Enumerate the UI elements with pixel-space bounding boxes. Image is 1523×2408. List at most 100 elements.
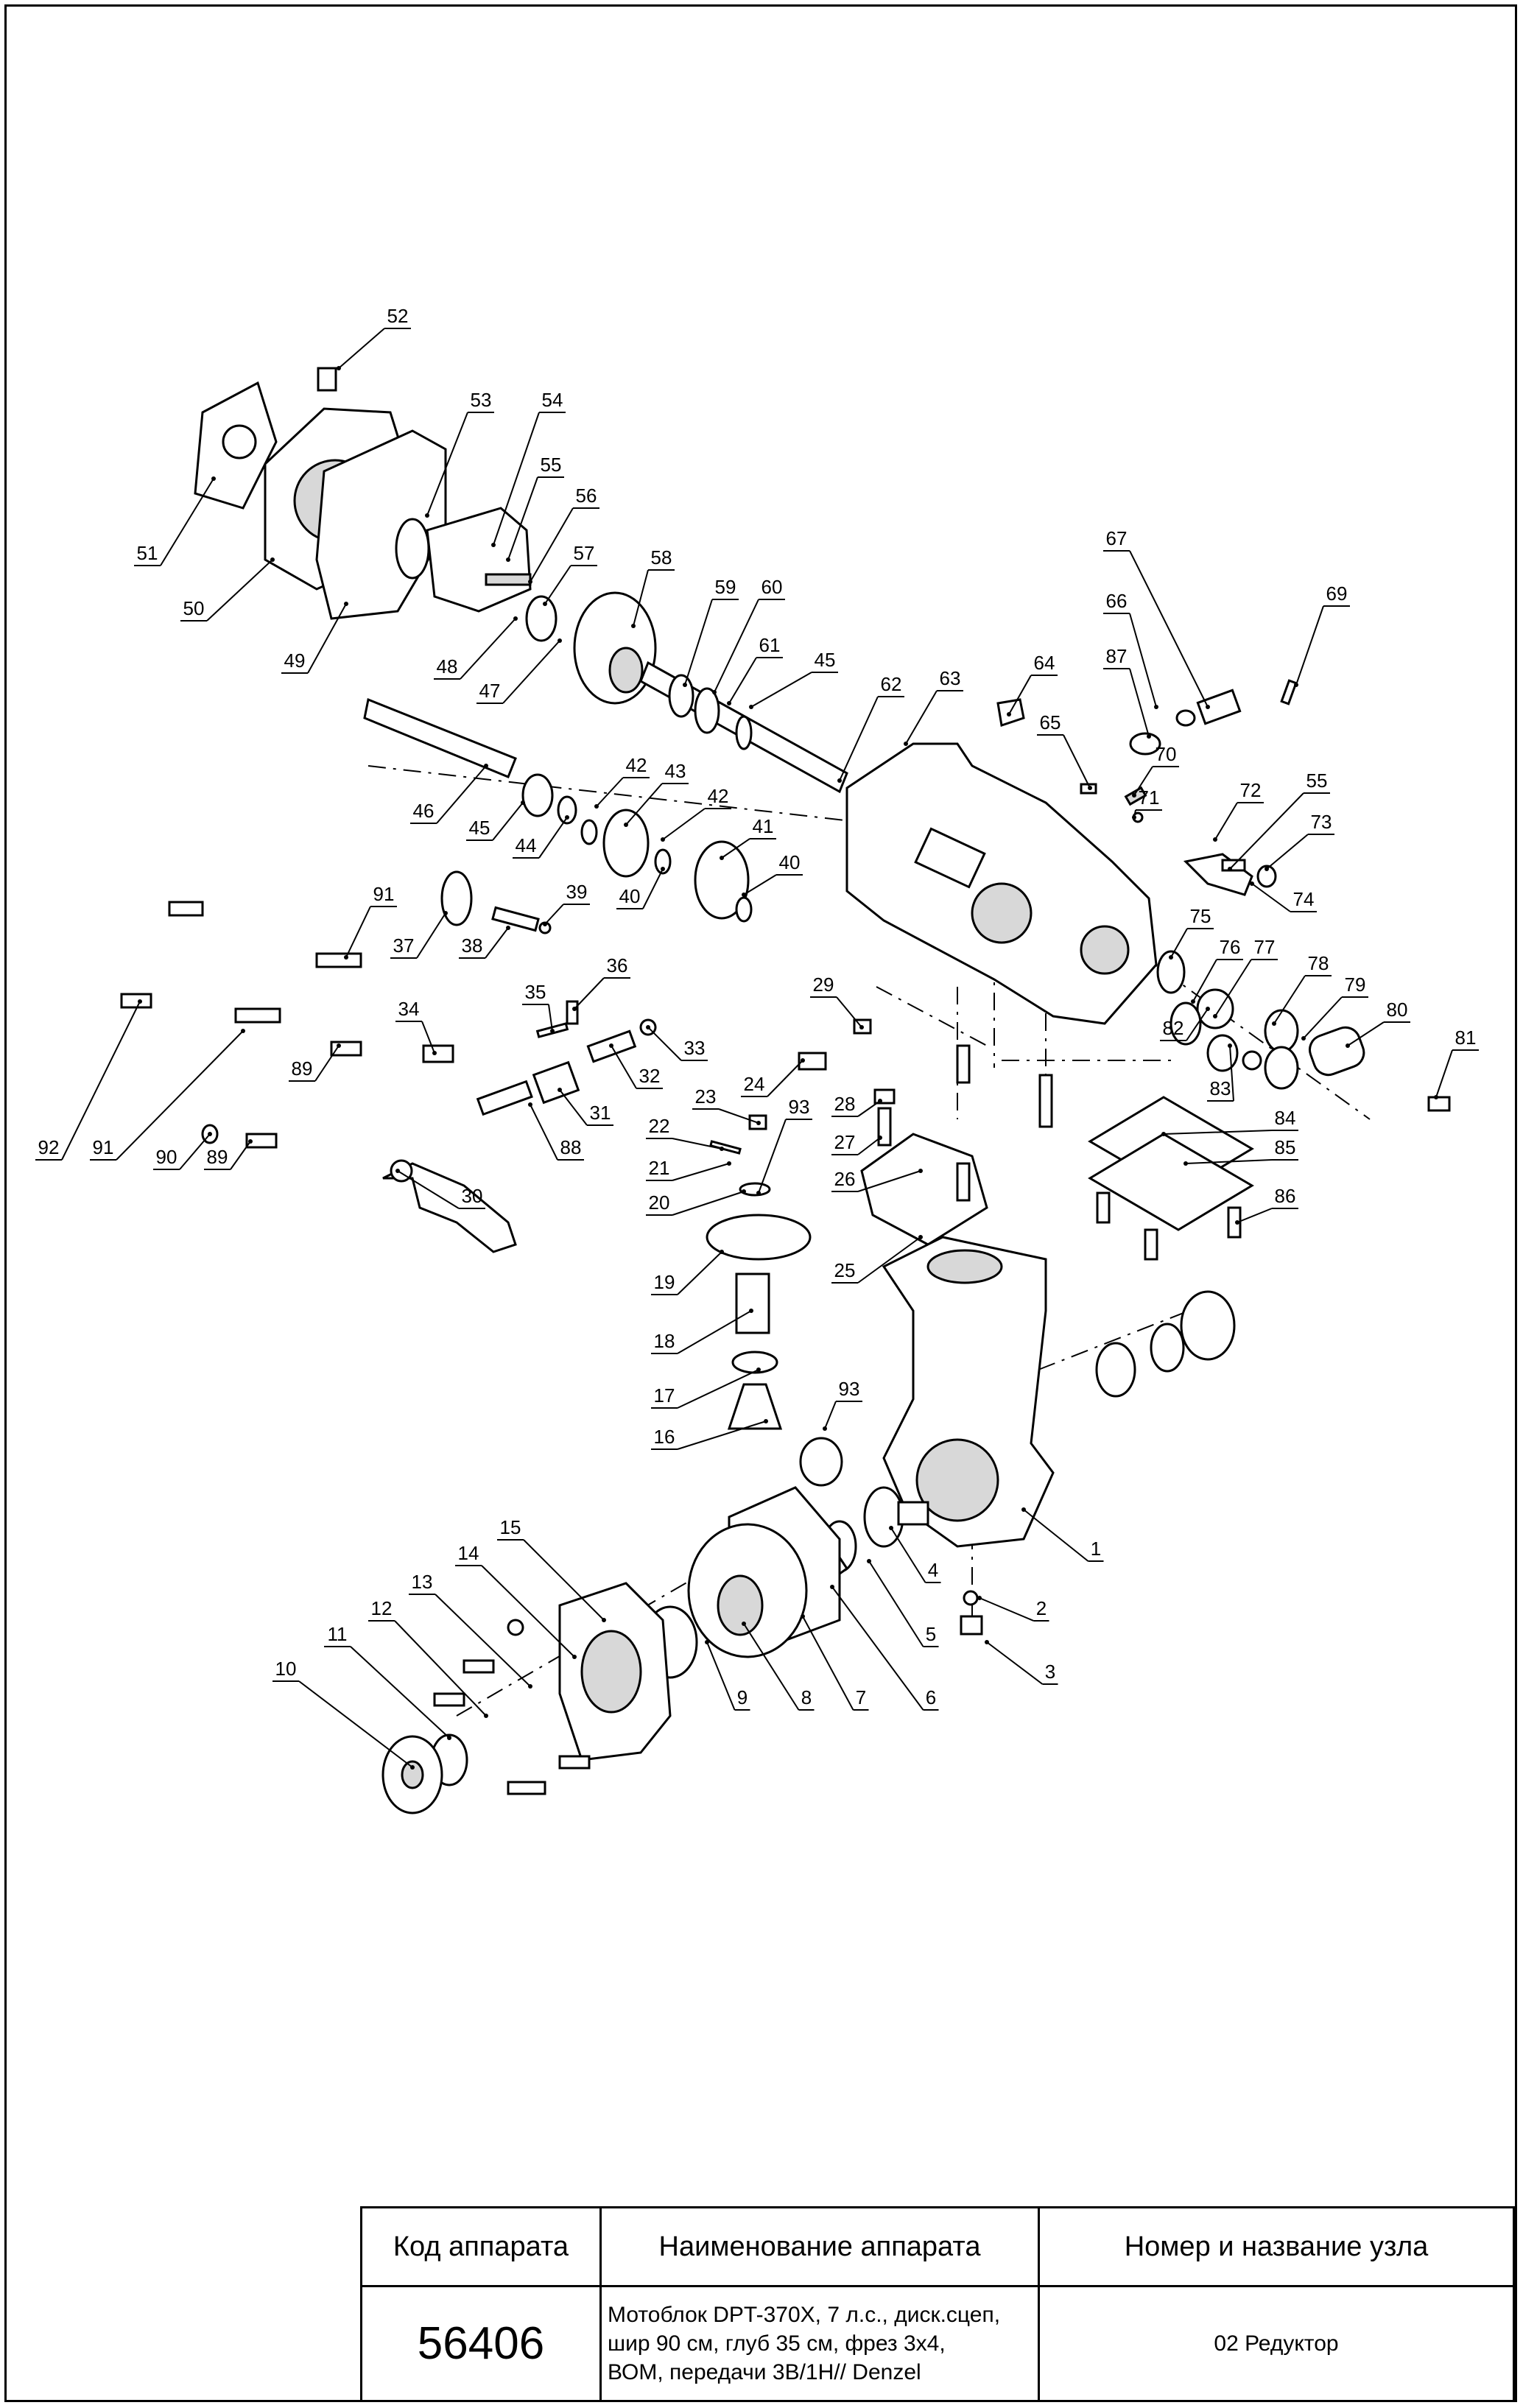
callout-number: 20 xyxy=(649,1191,670,1214)
callout-leader-dot xyxy=(543,602,547,606)
callout-number: 63 xyxy=(940,667,961,689)
knob-67 xyxy=(1196,689,1242,725)
housing-63-boss xyxy=(914,827,986,889)
callout-leader xyxy=(1273,975,1306,1024)
callout-leader xyxy=(1295,605,1324,686)
callout-38: 38 xyxy=(459,926,510,959)
bearing-17 xyxy=(731,1351,778,1374)
callout-leader-dot xyxy=(1169,955,1173,960)
washer-14 xyxy=(507,1619,524,1636)
callout-leader-dot xyxy=(859,1025,864,1029)
callout-leader xyxy=(721,838,750,859)
callout-number: 41 xyxy=(753,815,774,837)
callout-24: 24 xyxy=(741,1058,805,1097)
callout-55: 55 xyxy=(1228,770,1330,871)
callout-number: 34 xyxy=(398,998,420,1020)
shaft-46 xyxy=(363,697,517,778)
callout-76: 76 xyxy=(1191,936,1243,1004)
upper-flange-group xyxy=(853,1018,1053,1246)
callout-leader xyxy=(350,1646,450,1739)
main-shaft xyxy=(639,661,848,794)
callout-90: 90 xyxy=(153,1132,212,1170)
washer-20 xyxy=(739,1182,771,1197)
callout-leader-dot xyxy=(823,1426,827,1431)
callout-leader xyxy=(1266,834,1309,870)
callout-14: 14 xyxy=(455,1542,577,1659)
callout-leader-dot xyxy=(727,1161,731,1166)
callout-15: 15 xyxy=(497,1516,606,1622)
ring-44 xyxy=(557,795,577,825)
pto-output-group xyxy=(1156,950,1451,1112)
callout-leader xyxy=(868,1560,924,1647)
callout-89: 89 xyxy=(204,1139,253,1170)
callout-63: 63 xyxy=(904,667,963,746)
callout-leader xyxy=(492,802,524,841)
callout-number: 28 xyxy=(834,1093,856,1115)
callout-leader xyxy=(1129,613,1157,708)
callout-13: 13 xyxy=(409,1571,532,1689)
callout-leader xyxy=(397,1170,460,1209)
callout-number: 42 xyxy=(708,785,729,807)
callout-leader xyxy=(548,1004,553,1032)
callout-leader xyxy=(116,1030,244,1161)
ring-93b xyxy=(799,1437,843,1487)
callout-number: 24 xyxy=(744,1073,765,1095)
callout-number: 87 xyxy=(1106,645,1128,667)
callout-leader xyxy=(743,874,777,895)
fork-88 xyxy=(476,1080,533,1116)
callout-52: 52 xyxy=(337,305,411,370)
callout-18: 18 xyxy=(651,1309,753,1354)
callout-leader-dot xyxy=(484,764,488,768)
callout-number: 5 xyxy=(926,1623,936,1645)
callout-leader-dot xyxy=(756,1121,761,1125)
callout-leader xyxy=(435,1594,531,1687)
callout-leader-dot xyxy=(506,557,510,562)
bolt-91a xyxy=(315,952,362,968)
callout-87: 87 xyxy=(1103,645,1151,739)
callout-leader xyxy=(1347,1021,1385,1046)
callout-leader xyxy=(298,1680,413,1768)
callout-leader xyxy=(1185,1159,1273,1164)
callout-19: 19 xyxy=(651,1250,724,1295)
callout-leader xyxy=(507,476,538,560)
gear-60 xyxy=(694,687,720,734)
cap-right xyxy=(1180,1290,1236,1361)
callout-60: 60 xyxy=(712,576,785,694)
callout-leader-dot xyxy=(756,1191,761,1195)
bevel-gear-stack xyxy=(706,1052,827,1430)
callout-leader xyxy=(979,1597,1034,1622)
callout-25: 25 xyxy=(831,1235,923,1284)
callout-leader-dot xyxy=(1132,793,1136,798)
housing-63-bore xyxy=(971,882,1033,944)
callout-leader-dot xyxy=(720,1250,724,1254)
callout-leader-dot xyxy=(837,778,842,783)
callout-number: 50 xyxy=(183,597,205,619)
callout-leader-dot xyxy=(1161,1132,1166,1136)
callout-35: 35 xyxy=(522,981,555,1033)
drawing-frame xyxy=(4,4,1517,2402)
sleeve-18 xyxy=(735,1272,770,1334)
callout-leader xyxy=(1170,928,1188,958)
callout-64: 64 xyxy=(1007,652,1058,717)
callout-73: 73 xyxy=(1265,811,1334,871)
callout-leader xyxy=(836,996,862,1028)
callout-leader xyxy=(426,412,468,516)
bevel-gear-19 xyxy=(706,1214,812,1261)
callout-leader xyxy=(502,640,560,704)
callout-number: 47 xyxy=(479,680,501,702)
callout-number: 4 xyxy=(928,1559,938,1581)
callout-number: 27 xyxy=(834,1131,856,1153)
callout-leader xyxy=(672,1191,745,1216)
header-device-code: Код аппарата xyxy=(360,2206,602,2287)
callout-leader xyxy=(1023,1509,1089,1562)
callout-leader-dot xyxy=(344,955,348,960)
callout-leader xyxy=(905,690,938,744)
callout-leader xyxy=(345,906,371,958)
callout-number: 45 xyxy=(469,817,490,839)
device-name-line-3: ВОМ, передачи 3В/1Н// Denzel xyxy=(608,2360,921,2384)
plug-52 xyxy=(317,367,337,392)
callout-81: 81 xyxy=(1434,1027,1479,1099)
callout-leader xyxy=(986,1641,1044,1685)
callout-number: 37 xyxy=(393,934,415,957)
callout-leader-dot xyxy=(1206,705,1210,709)
